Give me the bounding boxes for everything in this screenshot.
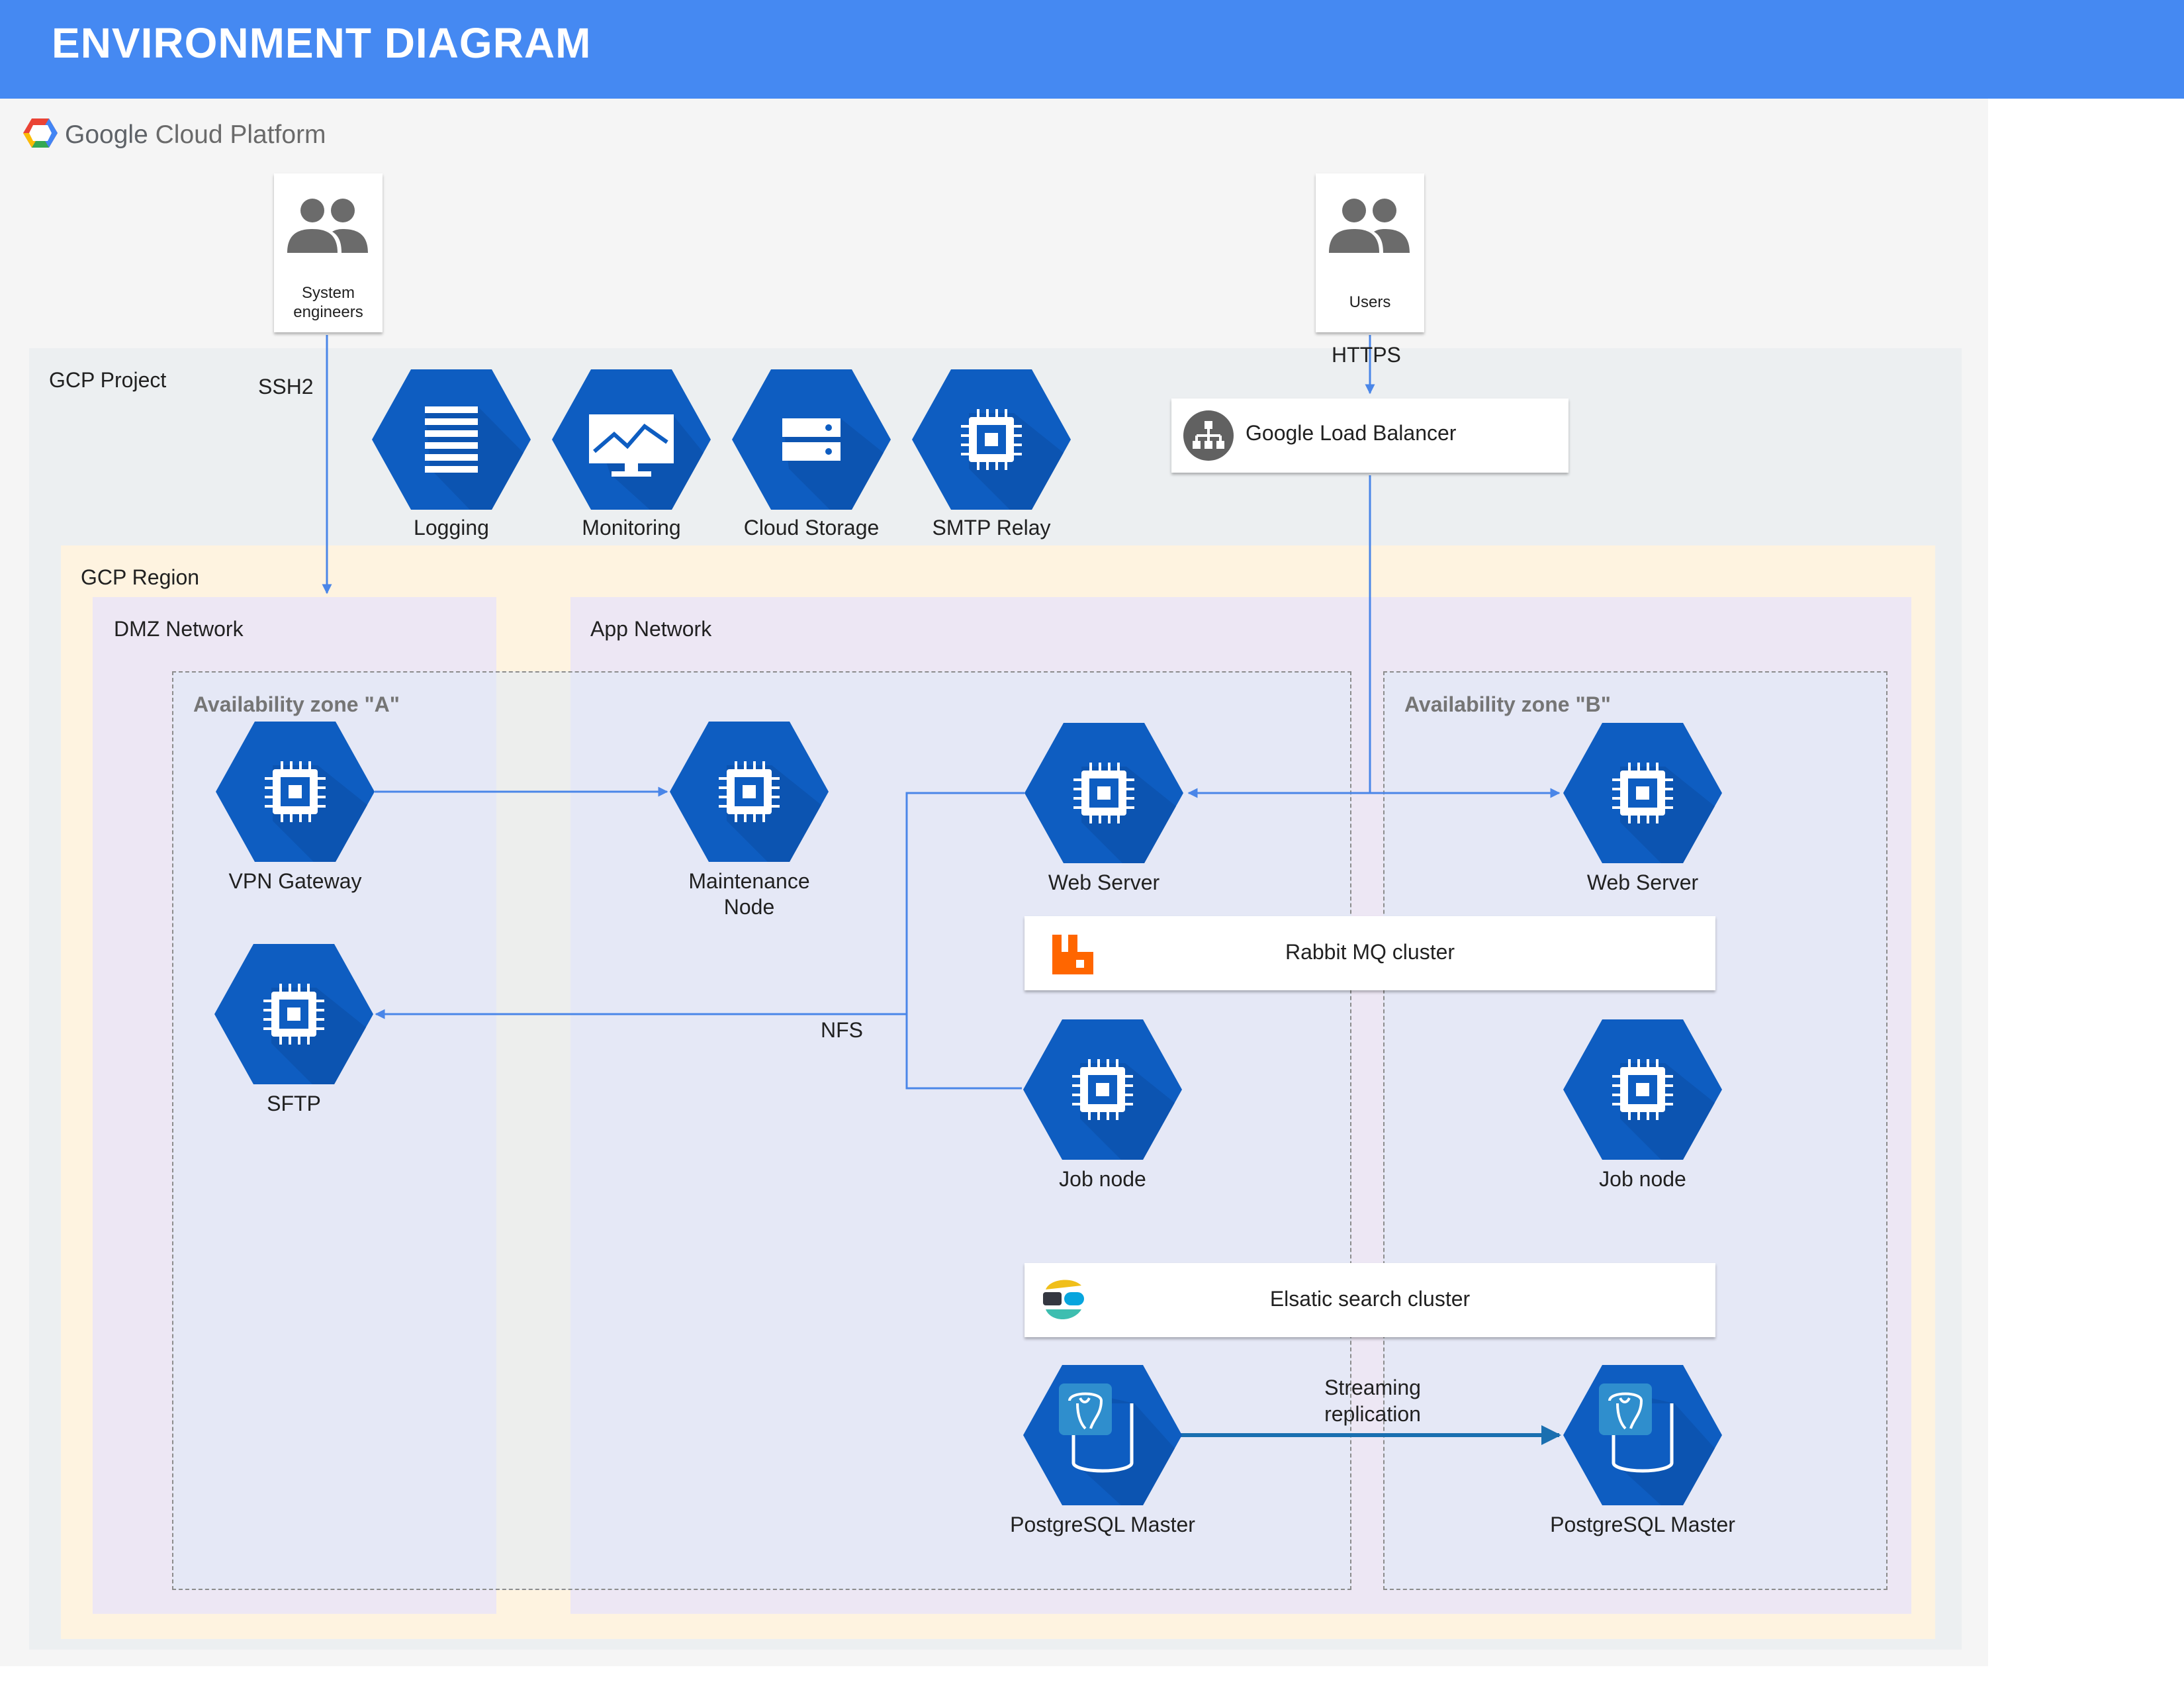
nfs-bus-connector — [905, 792, 1024, 1090]
postgresql-b-icon[interactable] — [1562, 1364, 1723, 1507]
system-engineers-label: System engineers — [293, 284, 363, 321]
dmz-network-label: DMZ Network — [114, 617, 244, 641]
maintenance-node-label: Maintenance Node — [688, 869, 810, 919]
elastic-search-label: Elsatic search cluster — [1269, 1287, 1471, 1311]
nfs-label: NFS — [821, 1018, 863, 1042]
postgresql-a-label: PostgreSQL Master — [1010, 1513, 1195, 1536]
availability-zone-b-label: Availability zone "B" — [1404, 692, 1611, 716]
replication-label: Streaming replication — [1324, 1376, 1421, 1426]
app-network-label: App Network — [590, 617, 712, 641]
smtp-relay-label: SMTP Relay — [932, 516, 1051, 539]
vpn-gateway-icon[interactable] — [214, 720, 376, 863]
cloud-storage-label: Cloud Storage — [743, 516, 880, 539]
availability-zone-a-label: Availability zone "A" — [193, 692, 400, 716]
rabbit-mq-label: Rabbit MQ cluster — [1285, 940, 1455, 964]
logging-label: Logging — [414, 516, 489, 539]
ssh-label: SSH2 — [258, 375, 314, 399]
logging-icon[interactable] — [371, 368, 532, 511]
users-label: Users — [1349, 293, 1391, 311]
elasticsearch-icon — [1043, 1280, 1084, 1319]
monitoring-icon[interactable] — [551, 368, 712, 511]
web-server-b-label: Web Server — [1586, 870, 1699, 894]
gcp-logo-text: Google Cloud Platform — [65, 120, 326, 149]
users-icon — [287, 199, 368, 253]
cloud-storage-icon[interactable] — [731, 368, 892, 511]
postgresql-a-icon[interactable] — [1022, 1364, 1183, 1507]
rabbit-mq-cluster[interactable]: Rabbit MQ cluster — [1024, 916, 1715, 990]
sftp-label: SFTP — [267, 1092, 321, 1115]
elastic-search-cluster[interactable]: Elsatic search cluster — [1024, 1263, 1715, 1337]
job-node-a-icon[interactable] — [1022, 1018, 1183, 1161]
web-server-a-icon[interactable] — [1023, 722, 1185, 865]
smtp-relay-icon[interactable] — [911, 368, 1072, 511]
page-title: ENVIRONMENT DIAGRAM — [52, 19, 592, 67]
google-cloud-logo-icon — [23, 118, 58, 148]
gcp-project-label: GCP Project — [49, 368, 167, 392]
job-node-b-label: Job node — [1599, 1167, 1686, 1191]
monitoring-label: Monitoring — [582, 516, 681, 539]
job-node-b-icon[interactable] — [1562, 1018, 1723, 1161]
system-engineers-card[interactable]: System engineers — [274, 173, 383, 332]
load-balancer-icon — [1183, 410, 1234, 461]
web-server-b-icon[interactable] — [1562, 722, 1723, 865]
users-card[interactable]: Users — [1316, 173, 1424, 332]
rabbitmq-icon — [1052, 935, 1093, 974]
web-server-a-label: Web Server — [1048, 870, 1160, 894]
users-icon — [1329, 199, 1410, 253]
title-bar — [0, 0, 2184, 99]
sftp-icon[interactable] — [213, 943, 375, 1086]
job-node-a-label: Job node — [1059, 1167, 1146, 1191]
load-balancer-label: Google Load Balancer — [1246, 421, 1457, 445]
gcp-region-label: GCP Region — [81, 565, 200, 589]
postgresql-b-label: PostgreSQL Master — [1550, 1513, 1735, 1536]
google-load-balancer[interactable]: Google Load Balancer — [1171, 399, 1569, 473]
maintenance-node-icon[interactable] — [668, 720, 830, 863]
https-label: HTTPS — [1332, 343, 1401, 367]
vpn-gateway-label: VPN Gateway — [228, 869, 362, 893]
